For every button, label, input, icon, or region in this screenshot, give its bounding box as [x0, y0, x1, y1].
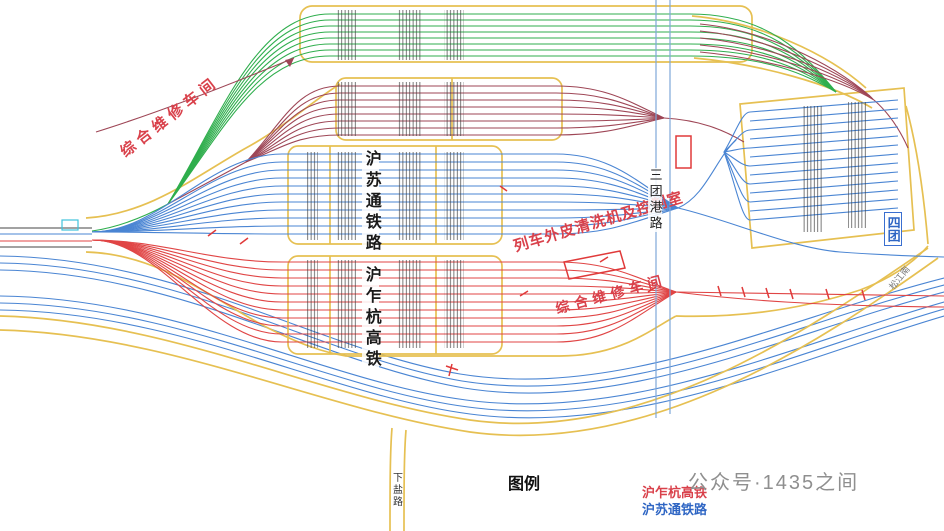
legend-title: 图例	[508, 476, 541, 493]
mainline-bottom-tracks	[0, 255, 944, 419]
legend-item-huzhahang: 沪乍杭高铁	[642, 485, 708, 500]
blue-yard-tracks	[91, 99, 944, 258]
tick-clusters	[306, 10, 866, 348]
label-huzhahang-hsr: 沪乍杭高铁	[362, 266, 380, 371]
switch-marks-red	[207, 135, 866, 377]
legend-item-husutong: 沪苏通铁路	[642, 502, 708, 517]
yard-boundaries-yellow	[85, 5, 929, 357]
roads-yellow	[0, 247, 939, 531]
signal-box-outline	[61, 219, 79, 231]
left-approach-tracks	[0, 219, 92, 248]
red-yard-tracks	[91, 239, 944, 343]
label-husutong-railway: 沪苏通铁路	[362, 150, 380, 255]
watermark-text: 公众号·1435之间	[688, 472, 860, 494]
train-washer-outline	[563, 250, 626, 280]
control-room-outline	[675, 135, 692, 169]
label-xiayan-road: 下盐路	[390, 472, 402, 508]
label-situan-station: 四团	[884, 212, 902, 246]
label-santuangang-road: 三团港路	[647, 168, 663, 232]
